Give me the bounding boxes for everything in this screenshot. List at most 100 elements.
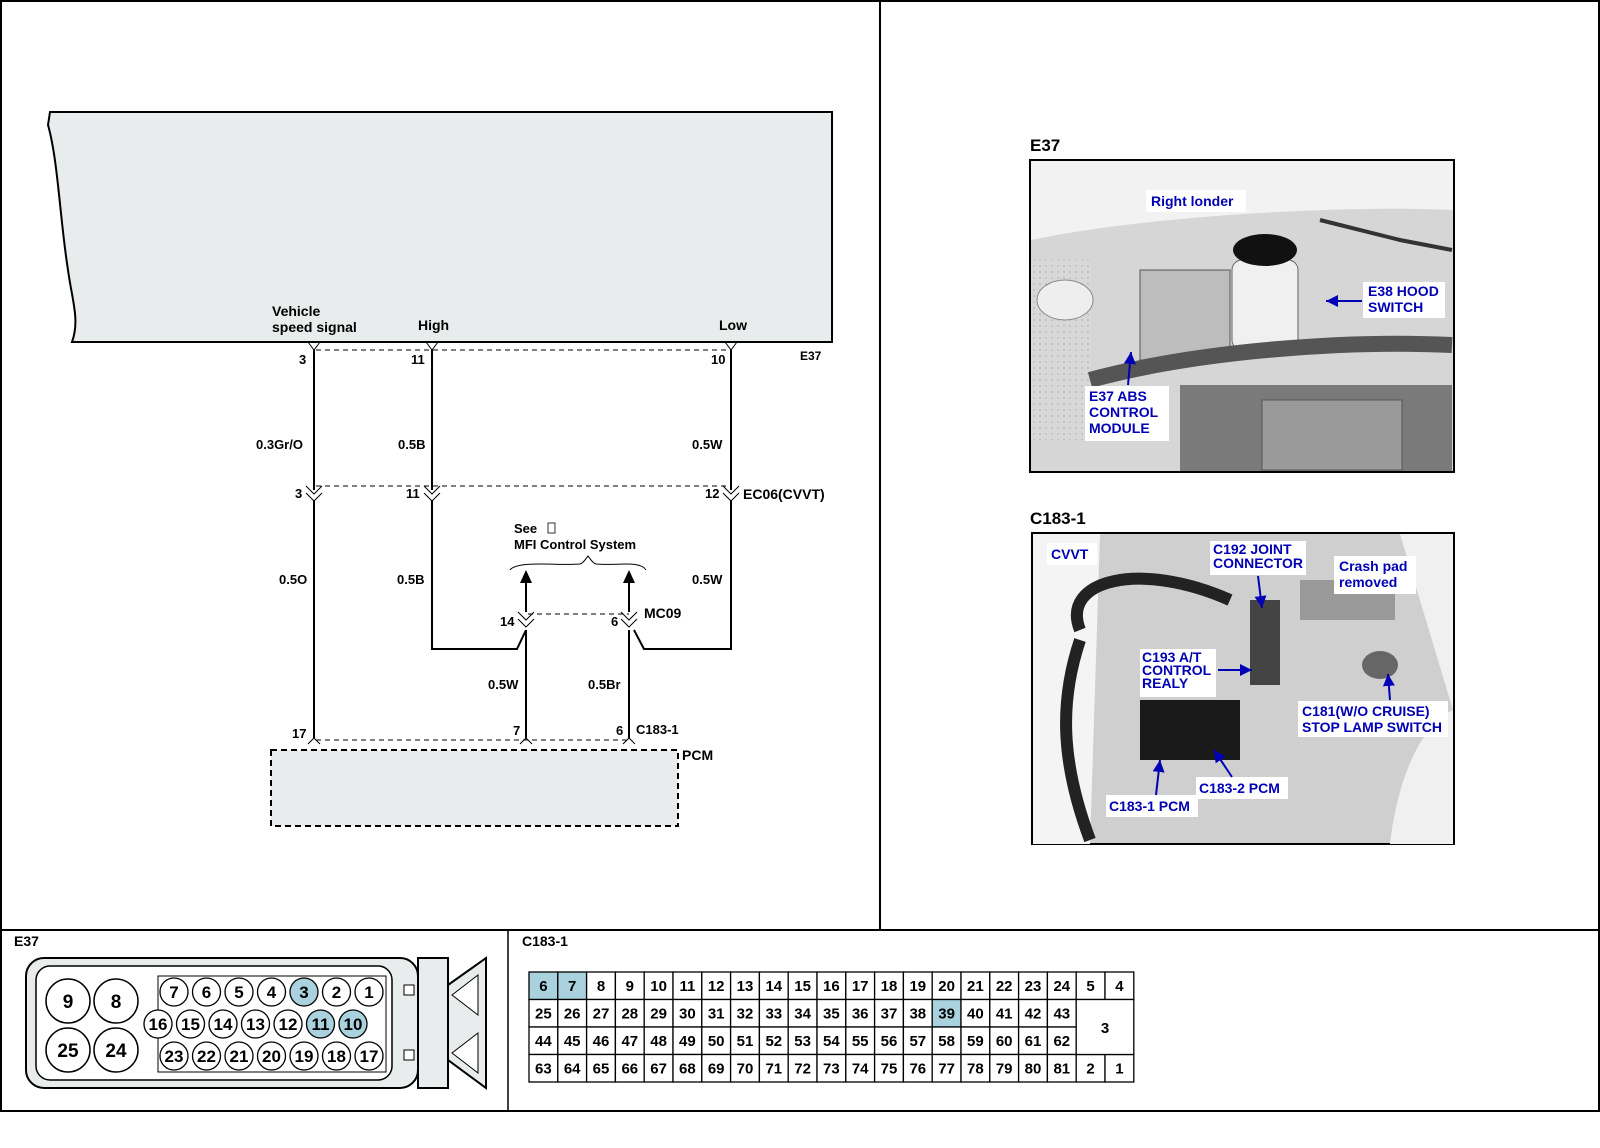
c183-pin-label-10: 10	[650, 978, 667, 995]
ec06-connector-label: EC06(CVVT)	[743, 486, 825, 502]
c183-pin-label-58: 58	[938, 1033, 955, 1050]
photo-c183-label-joint-1: C192 JOINT	[1213, 541, 1292, 557]
e37-pin-label-14: 14	[214, 1015, 233, 1034]
c183-pin-76	[902, 1053, 933, 1083]
photo-c183-right-panel	[1390, 534, 1453, 844]
c183-pin-22	[989, 971, 1020, 1001]
pin-e37-vss: 3	[299, 352, 306, 367]
e37-pin-label-19: 19	[295, 1047, 314, 1066]
photo-e37-washer-cap	[1036, 279, 1094, 321]
photo-c183-harness-upper	[1071, 572, 1233, 633]
c183-pin-label-48: 48	[650, 1033, 667, 1050]
e37-pin-label-6: 6	[202, 983, 211, 1002]
e37-pin-label-15: 15	[181, 1015, 200, 1034]
c183-pin-39	[931, 998, 962, 1028]
e37-pin-label-16: 16	[149, 1015, 168, 1034]
c183-pin-label-53: 53	[794, 1033, 811, 1050]
c183-pin-label-44: 44	[535, 1033, 552, 1050]
c183-pin-label-64: 64	[564, 1061, 581, 1078]
wire-label-mc-b: 0.5Br	[588, 677, 621, 692]
c183-pin-4	[1104, 971, 1135, 1001]
photo-c183-label-relay-2: CONTROL	[1142, 662, 1212, 678]
e37-pin-8	[93, 978, 139, 1024]
photo-e37-harness	[1319, 218, 1453, 252]
c183-pin-51	[729, 1026, 761, 1056]
c183-pin-label-27: 27	[593, 1006, 610, 1023]
photo-c183-arrow-joint	[1254, 575, 1267, 609]
mfi-arrowhead-a	[520, 570, 532, 583]
c183-pin-74	[845, 1053, 876, 1083]
c183-pin-57	[902, 1026, 933, 1056]
c183-pin-72	[787, 1053, 818, 1083]
c183-pin-label-54: 54	[823, 1033, 840, 1050]
wire-label-vss-lower: 0.5O	[279, 572, 307, 587]
c183-pin-label-43: 43	[1053, 1006, 1070, 1023]
vss-label-line1: Vehicle	[272, 303, 320, 319]
page-frame	[0, 0, 1600, 1112]
photo-e37-label-abs-2: CONTROL	[1089, 404, 1159, 420]
c183-pin-12	[701, 971, 732, 1001]
pinout-e37-latch-windows	[451, 973, 479, 1075]
e37-pin-9	[45, 978, 91, 1024]
c183-pin-14	[758, 971, 789, 1001]
c183-pin-35	[816, 998, 847, 1028]
c183-pin-49	[672, 1026, 703, 1056]
wire-high-lower	[431, 500, 527, 650]
e37-pin-label-1: 1	[364, 983, 373, 1002]
mc09-connector-label: MC09	[644, 605, 682, 621]
note-see: See	[514, 521, 537, 536]
pcm-box	[270, 749, 679, 827]
c183-pin-label-4: 4	[1115, 978, 1124, 995]
c183-terminal-vss	[307, 737, 321, 745]
pinout-e37-title: E37	[14, 933, 39, 949]
c183-pin-25	[528, 998, 559, 1028]
e37-pin-label-8: 8	[111, 992, 122, 1013]
photo-c183-label-relay-1: C193 A/T	[1142, 649, 1202, 665]
pin-c183-vss: 17	[292, 726, 306, 741]
c183-pin-label-75: 75	[881, 1061, 898, 1078]
pinout-e37-key-top	[403, 984, 415, 996]
c183-pin-31	[701, 998, 732, 1028]
c183-pin-label-52: 52	[765, 1033, 782, 1050]
c183-pin-label-11: 11	[679, 978, 695, 995]
c183-pin-66	[614, 1053, 645, 1083]
e37-pin-label-12: 12	[279, 1015, 298, 1034]
mfi-arrowhead-b	[623, 570, 635, 583]
c183-pin-label-24: 24	[1053, 978, 1070, 995]
e37-pin-11	[305, 1009, 336, 1039]
e37-pin-label-20: 20	[262, 1047, 281, 1066]
vss-label-line2: speed signal	[272, 319, 357, 335]
c183-pin-label-22: 22	[996, 978, 1013, 995]
c183-pin-40	[960, 998, 991, 1028]
c183-pin-label-49: 49	[679, 1033, 696, 1050]
photo-c183-label-stop-1: C181(W/O CRUISE)	[1302, 703, 1430, 719]
e37-terminal-vss	[307, 341, 321, 351]
e37-pin-14	[208, 1009, 238, 1039]
e37-pin-18	[321, 1041, 352, 1071]
c183-terminal-a	[519, 737, 533, 745]
c183-pin-6	[528, 971, 559, 1001]
c183-pin-label-45: 45	[564, 1033, 581, 1050]
c183-pin-71	[758, 1053, 789, 1083]
c183-pin-label-5: 5	[1086, 978, 1094, 995]
photo-c183-harness-left	[1060, 638, 1096, 843]
c183-pin-24	[1046, 971, 1077, 1001]
c183-pin-19	[902, 971, 933, 1001]
c183-pin-label-32: 32	[737, 1006, 754, 1023]
e37-pin-6	[191, 977, 222, 1007]
e37-pin-label-21: 21	[230, 1047, 249, 1066]
photo-c183-label-bg-pcm1	[1106, 795, 1198, 817]
pin-c183-b: 6	[616, 723, 623, 738]
c183-pin-label-79: 79	[996, 1061, 1013, 1078]
e37-pin-label-22: 22	[197, 1047, 216, 1066]
photo-e37-fluid-tank	[1231, 259, 1299, 351]
c183-pin-label-33: 33	[765, 1006, 782, 1023]
c183-pin-67	[643, 1053, 674, 1083]
e37-pin-label-11: 11	[312, 1015, 330, 1034]
photo-c183-label-relay-3: REALY	[1142, 675, 1189, 691]
c183-pin-label-17: 17	[852, 978, 869, 995]
photo-e37-tank-cap	[1233, 234, 1297, 266]
c183-pin-label-41: 41	[996, 1006, 1013, 1023]
c183-pin-48	[643, 1026, 674, 1056]
e37-pin-20	[256, 1041, 287, 1071]
